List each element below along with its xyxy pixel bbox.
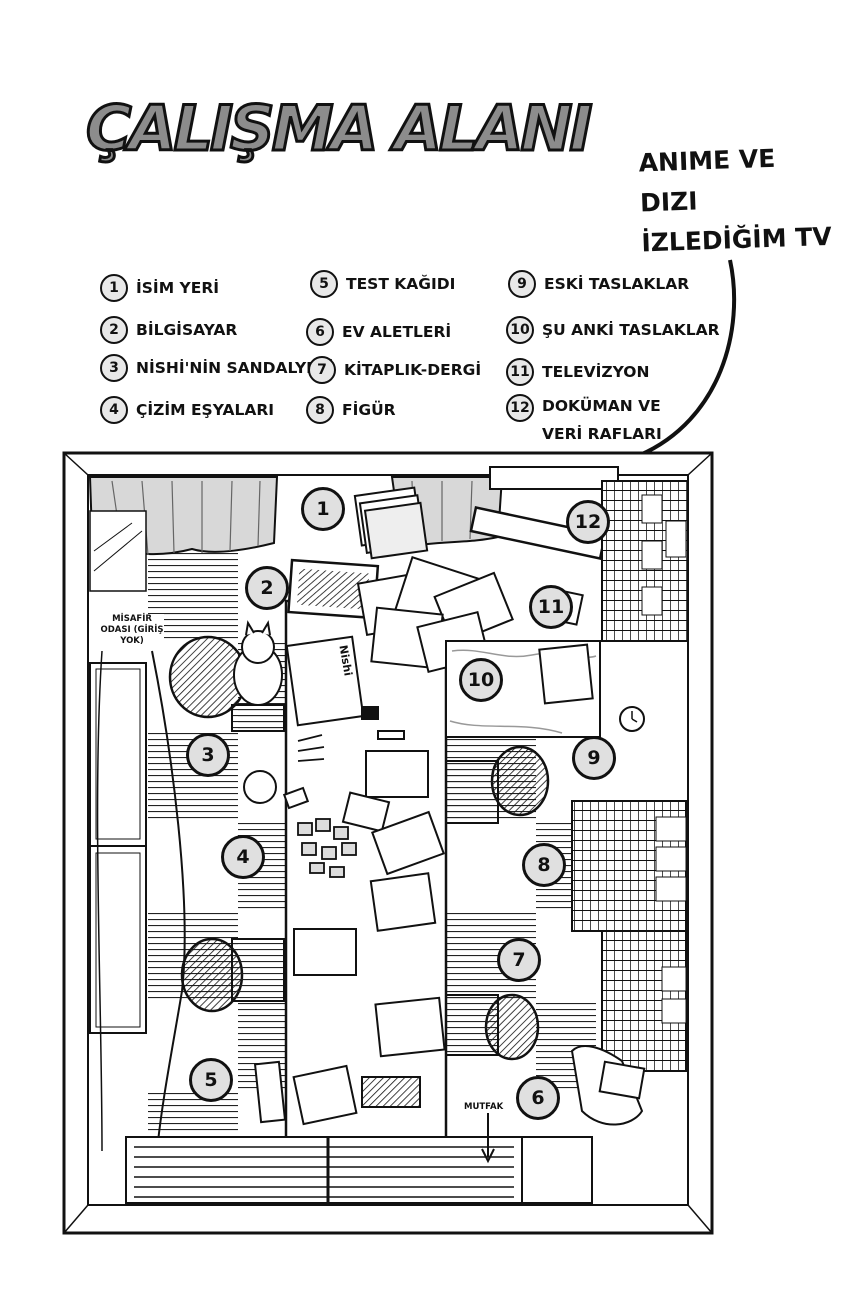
drawing-tools bbox=[297, 734, 357, 878]
legend-item-12: 12 DOKÜMAN VE VERİ RAFLARI bbox=[506, 392, 662, 448]
legend-label: FİGÜR bbox=[342, 401, 396, 419]
cat-figure bbox=[233, 620, 283, 706]
legend-label: TEST KAĞIDI bbox=[346, 275, 456, 293]
callout-6: 6 bbox=[516, 1076, 560, 1120]
legend-label: BİLGİSAYAR bbox=[136, 321, 238, 339]
callout-8: 8 bbox=[522, 843, 566, 887]
legend-number: 7 bbox=[308, 356, 336, 384]
legend-item-7: 7 KİTAPLIK-DERGİ bbox=[308, 356, 481, 384]
desk-items bbox=[282, 635, 446, 1126]
legend-item-4: 4 ÇİZİM EŞYALARI bbox=[100, 396, 274, 424]
legend-label: NİSHİ'NİN SANDALYESİ bbox=[136, 359, 334, 377]
legend-item-9: 9 ESKİ TASLAKLAR bbox=[508, 270, 689, 298]
chair-right-top bbox=[445, 745, 550, 824]
callout-7: 7 bbox=[497, 938, 541, 982]
tv-annotation-line-1: ANIME VE DIZI bbox=[638, 143, 776, 218]
test-papers bbox=[253, 1060, 287, 1124]
legend-item-2: 2 BİLGİSAYAR bbox=[100, 316, 237, 344]
kitchen-label: MUTFAK bbox=[464, 1102, 504, 1113]
chair-left-bottom bbox=[180, 937, 285, 1013]
kitchen-doorway bbox=[521, 1136, 593, 1204]
legend-number: 9 bbox=[508, 270, 536, 298]
appliances-pile bbox=[570, 1045, 646, 1126]
legend-number: 2 bbox=[100, 316, 128, 344]
legend-item-10: 10 ŞU ANKİ TASLAKLAR bbox=[506, 316, 720, 344]
name-stack bbox=[353, 486, 429, 560]
callout-10: 10 bbox=[459, 658, 503, 702]
legend-label: KİTAPLIK-DERGİ bbox=[344, 361, 482, 379]
callout-9: 9 bbox=[572, 736, 616, 780]
callout-3: 3 bbox=[186, 733, 230, 777]
legend-number: 1 bbox=[100, 274, 128, 302]
legend-number: 11 bbox=[506, 358, 534, 386]
legend-number: 12 bbox=[506, 394, 534, 422]
legend-label: ESKİ TASLAKLAR bbox=[544, 275, 690, 293]
callout-11: 11 bbox=[529, 585, 573, 629]
legend-number: 3 bbox=[100, 354, 128, 382]
legend-item-11: 11 TELEVİZYON bbox=[506, 358, 649, 386]
floor-plan bbox=[62, 451, 714, 1235]
legend-label: ŞU ANKİ TASLAKLAR bbox=[542, 321, 720, 339]
legend-number: 8 bbox=[306, 396, 334, 424]
inner-wall bbox=[87, 474, 689, 1206]
callout-12: 12 bbox=[566, 500, 610, 544]
legend-label: ÇİZİM EŞYALARI bbox=[136, 401, 275, 419]
legend-item-5: 5 TEST KAĞIDI bbox=[310, 270, 455, 298]
callout-2: 2 bbox=[245, 566, 289, 610]
nishi-chair bbox=[168, 635, 285, 732]
legend-label: DOKÜMAN VE VERİ RAFLARI bbox=[542, 397, 662, 443]
tape-roll bbox=[243, 770, 277, 804]
legend-item-1: 1 İSİM YERİ bbox=[100, 274, 219, 302]
legend-label: EV ALETLERİ bbox=[342, 323, 452, 341]
legend-item-8: 8 FİGÜR bbox=[306, 396, 396, 424]
tv-annotation: ANIME VE DIZI İZLEDİĞİM TV bbox=[638, 137, 842, 264]
old-drafts-pile bbox=[538, 643, 594, 705]
legend-number: 10 bbox=[506, 316, 534, 344]
legend-item-6: 6 EV ALETLERİ bbox=[306, 318, 451, 346]
page-title: ÇALIŞMA ALANI bbox=[84, 92, 593, 165]
legend-label: TELEVİZYON bbox=[542, 363, 650, 381]
legend-number: 5 bbox=[310, 270, 338, 298]
legend-label: İSİM YERİ bbox=[136, 279, 220, 297]
legend-number: 4 bbox=[100, 396, 128, 424]
wall-ac-unit bbox=[489, 466, 619, 490]
callout-1: 1 bbox=[301, 487, 345, 531]
callout-4: 4 bbox=[221, 835, 265, 879]
legend-number: 6 bbox=[306, 318, 334, 346]
callout-5: 5 bbox=[189, 1058, 233, 1102]
legend-item-3: 3 NİSHİ'NİN SANDALYESİ bbox=[100, 354, 334, 382]
bottom-railing bbox=[125, 1136, 523, 1204]
chair-right-bottom bbox=[445, 993, 540, 1061]
guest-room-label: MİSAFİR ODASI (GİRİŞ YOK) bbox=[100, 614, 164, 647]
